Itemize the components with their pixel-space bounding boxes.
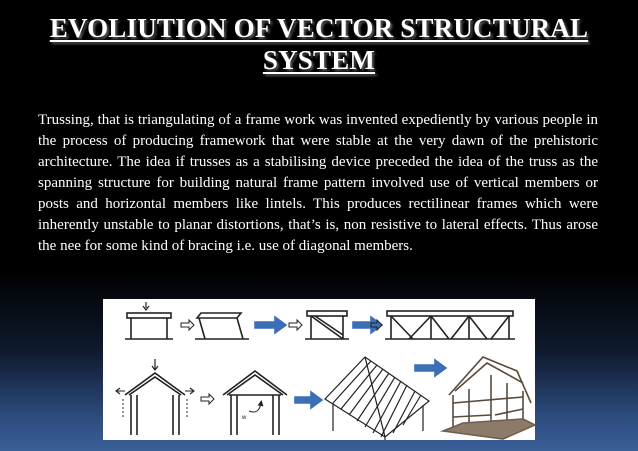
hollow-arrow-icon [370, 318, 383, 332]
body-paragraph: Trussing, that is triangulating of a fra… [38, 112, 598, 254]
multi-bay-braced-frame-drawing [385, 310, 515, 340]
blue-arrow-icon [294, 390, 324, 410]
slide-title: EVOLIUTION OF VECTOR STRUCTURAL SYSTEM [0, 12, 638, 76]
distorted-frame-drawing [195, 312, 249, 340]
gable-frame-drawing [115, 359, 195, 435]
post-lintel-frame-drawing [125, 302, 173, 340]
blue-arrow-icon [254, 315, 288, 335]
truss-evolution-diagram: w [115, 302, 535, 440]
truss-evolution-figure: w [103, 299, 535, 440]
tied-gable-frame-drawing [222, 370, 288, 435]
blue-arrow-icon [414, 358, 448, 378]
hollow-arrow-icon [200, 392, 215, 406]
braced-frame-drawing [305, 310, 349, 340]
blue-arrow-icon [352, 315, 384, 335]
hollow-arrow-icon [180, 318, 195, 332]
hatched-roof-drawing [324, 356, 430, 440]
title-line-1: EVOLIUTION OF VECTOR STRUCTURAL [49, 13, 589, 43]
timber-frame-model-drawing [439, 356, 535, 440]
title-line-2: SYSTEM [262, 45, 376, 75]
hollow-arrow-icon [288, 318, 303, 332]
figure-small-label: w [241, 415, 247, 421]
